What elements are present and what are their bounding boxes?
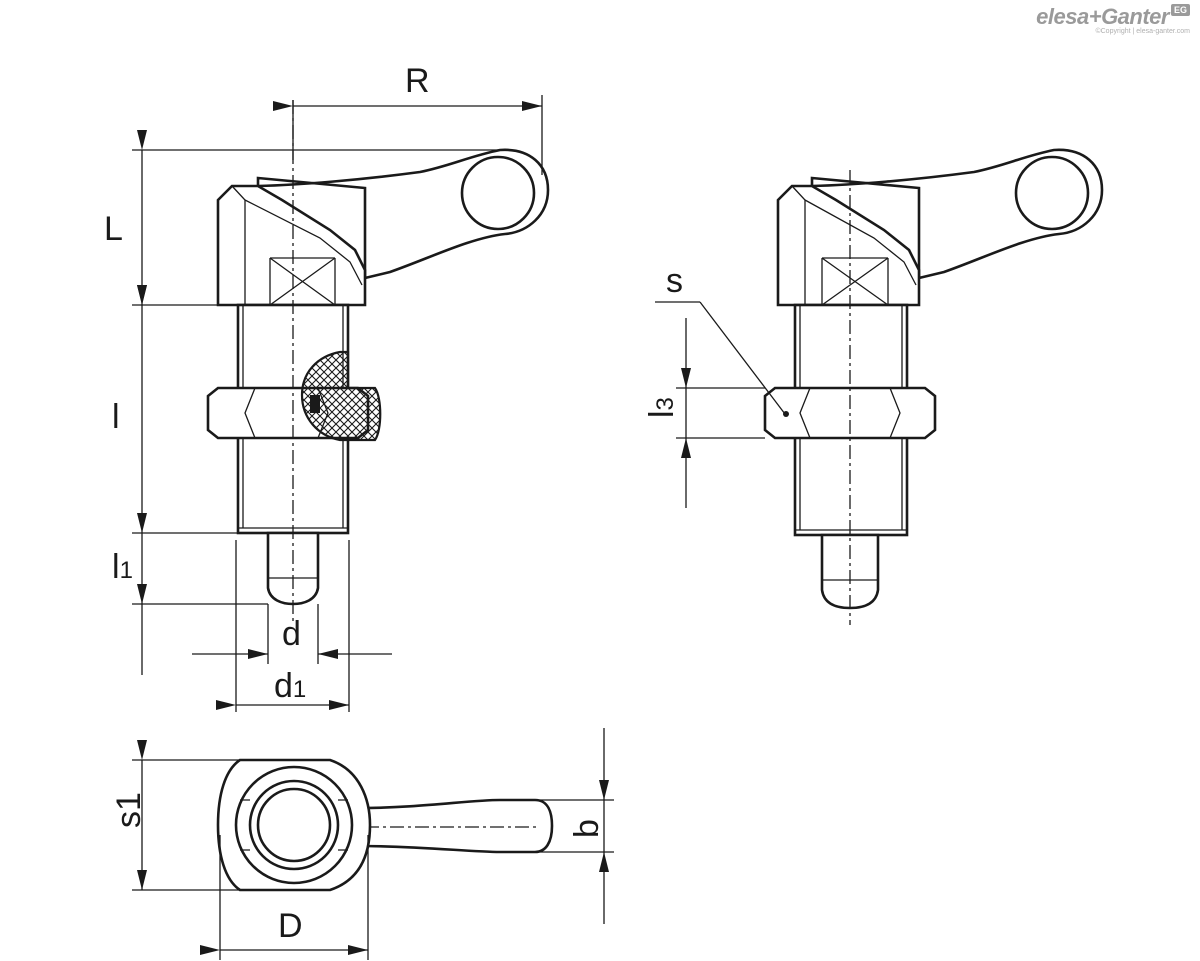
dim-d-label: d [282,615,301,653]
cam-head [216,184,367,307]
dim-l-label: l [112,398,120,436]
logo-copyright: ©Copyright | elesa-ganter.com [1095,28,1190,35]
lever-grip-hole [460,155,536,231]
section-cutaway [300,350,382,442]
dim-s-label: s [666,262,683,300]
dim-d1-label: d1 [274,667,306,705]
dim-d1-sub: 1 [293,676,306,703]
dim-d1-base: d [274,667,293,705]
lever-top [358,798,554,854]
dim-l1-label: l1 [112,548,133,586]
dim-b-label: b [568,819,606,838]
front-view-right: s l3 [643,148,1104,625]
dim-l1-sub: 1 [120,557,133,584]
dim-l1-base: l [112,548,120,586]
cam-head-right [776,184,921,307]
dim-l3-sub: 3 [652,397,679,410]
lever-grip-hole-right [1014,155,1090,231]
dim-l3-base: l [643,410,681,418]
logo-brand: elesa+Ganter [1036,4,1169,29]
pin-top [256,787,332,863]
dim-D-label: D [278,907,303,945]
dim-s1-label: s1 [110,792,148,828]
dim-l3-label: l3 [643,397,681,418]
dim-L-label: L [104,210,123,248]
front-view-left: R L l l1 d d1 [104,62,550,712]
dim-R-label: R [405,62,430,100]
logo-badge: EG [1170,4,1190,16]
top-view: s1 b D [110,728,614,960]
